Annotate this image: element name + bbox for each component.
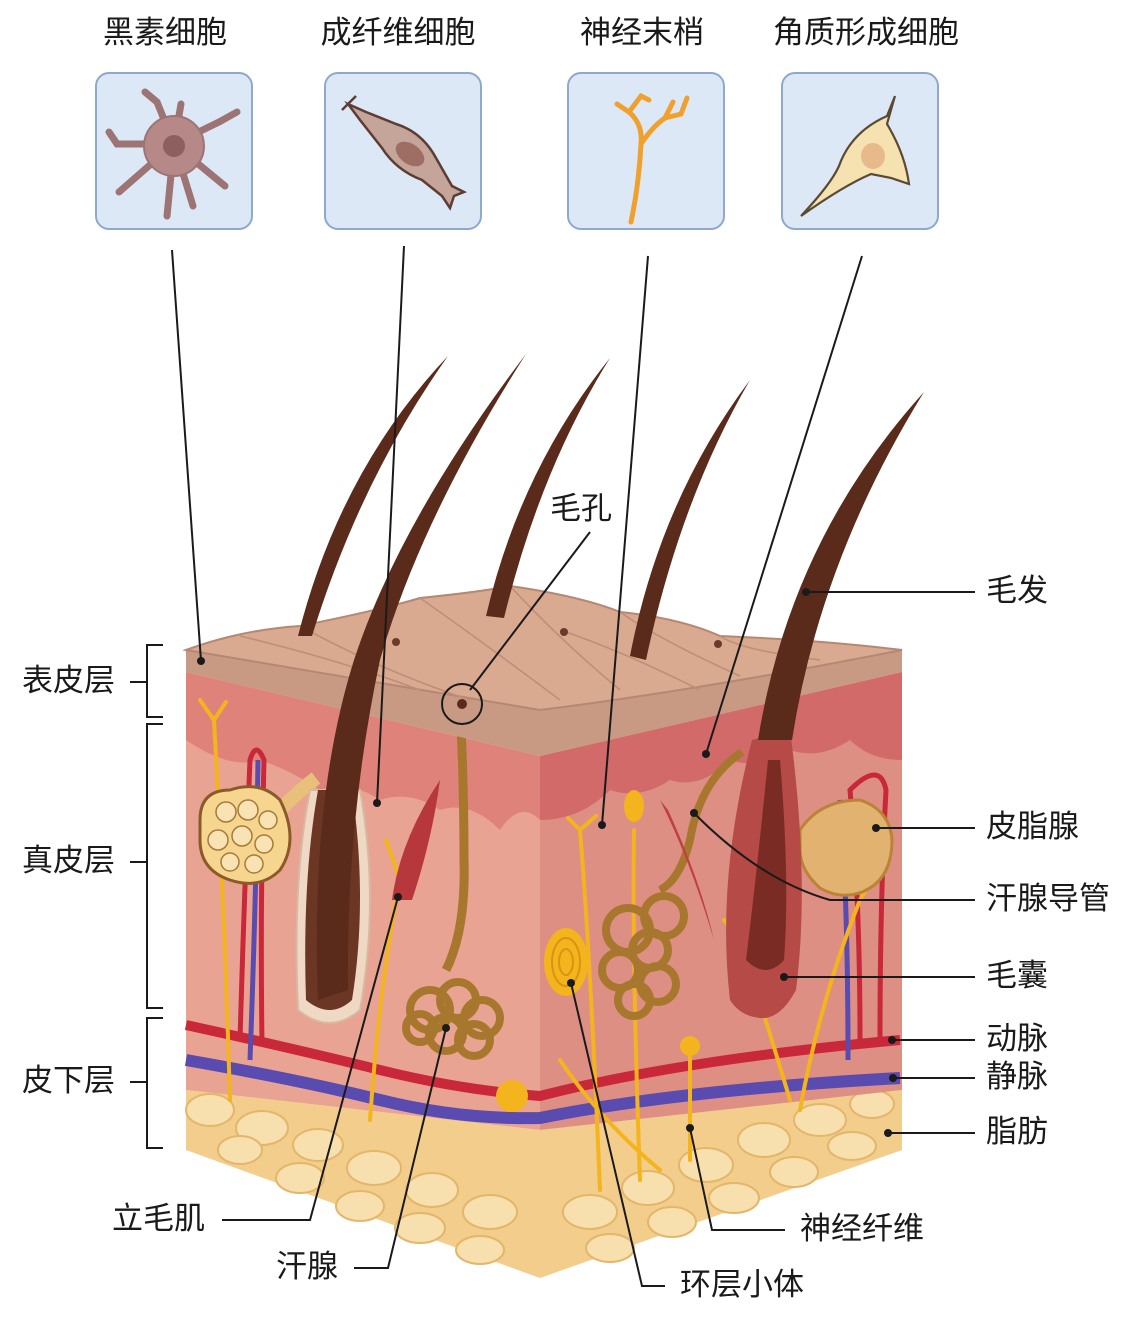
epidermis-label: 表皮层	[22, 663, 115, 699]
keratinocyte-inset	[781, 72, 939, 230]
vein-label: 静脉	[986, 1059, 1048, 1095]
sebaceous-gland-label: 皮脂腺	[986, 809, 1079, 845]
pore-label: 毛孔	[550, 491, 612, 527]
nerve-ending-icon	[614, 92, 690, 225]
keratinocyte-label: 角质形成细胞	[773, 15, 959, 51]
artery-branch	[237, 747, 267, 1045]
nerve-fiber-label: 神经纤维	[800, 1211, 924, 1247]
papillary-band-right	[540, 672, 902, 820]
sebaceous-gland-right	[798, 798, 894, 897]
sweat-duct-label: 汗腺导管	[986, 881, 1110, 917]
nerve-ending-label: 神经末梢	[580, 15, 704, 51]
fat-layer	[186, 1090, 902, 1278]
melanocyte-label: 黑素细胞	[103, 15, 227, 51]
skin-surface-lines	[239, 585, 821, 701]
arrector-pili-label: 立毛肌	[112, 1201, 205, 1237]
pore-dots	[392, 628, 722, 648]
fat-lobules	[185, 1089, 895, 1265]
pacinian-corpuscles	[496, 790, 700, 1112]
artery-branch-right	[847, 772, 889, 1041]
pore-dot	[457, 699, 467, 709]
vein-vessel	[184, 1054, 901, 1125]
melanocyte-cell-icon	[105, 88, 241, 220]
hair-follicle-label: 毛囊	[986, 958, 1048, 994]
sebaceous-gland-left	[198, 772, 321, 885]
fibroblast-inset	[324, 72, 482, 230]
hair-label: 毛发	[986, 573, 1048, 609]
epidermis-side	[186, 650, 902, 756]
arrector-pili-muscle	[392, 780, 440, 900]
hypodermis-label: 皮下层	[22, 1063, 115, 1099]
fat-label: 脂肪	[986, 1114, 1048, 1150]
nerve-ending-inset	[567, 72, 725, 230]
melanocyte-inset	[95, 72, 253, 230]
leader-lines	[130, 245, 975, 1287]
hair-follicle-right	[726, 730, 802, 1019]
artery-vessel	[184, 1020, 901, 1102]
artery-label: 动脉	[986, 1021, 1048, 1057]
dermis-label: 真皮层	[22, 843, 115, 879]
keratinocyte-cell-icon	[800, 95, 911, 217]
hair-shafts	[298, 354, 924, 1000]
sweat-gland-label: 汗腺	[276, 1249, 338, 1285]
fibroblast-cell-icon	[341, 95, 468, 211]
fibroblast-label: 成纤维细胞	[320, 15, 476, 51]
pacinian-corpuscle-label: 环层小体	[680, 1267, 804, 1303]
sweat-gland-left	[402, 705, 504, 1060]
sweat-gland-right	[598, 748, 745, 1020]
leader-dots	[197, 588, 897, 1137]
pore-highlight-circle	[441, 683, 483, 725]
